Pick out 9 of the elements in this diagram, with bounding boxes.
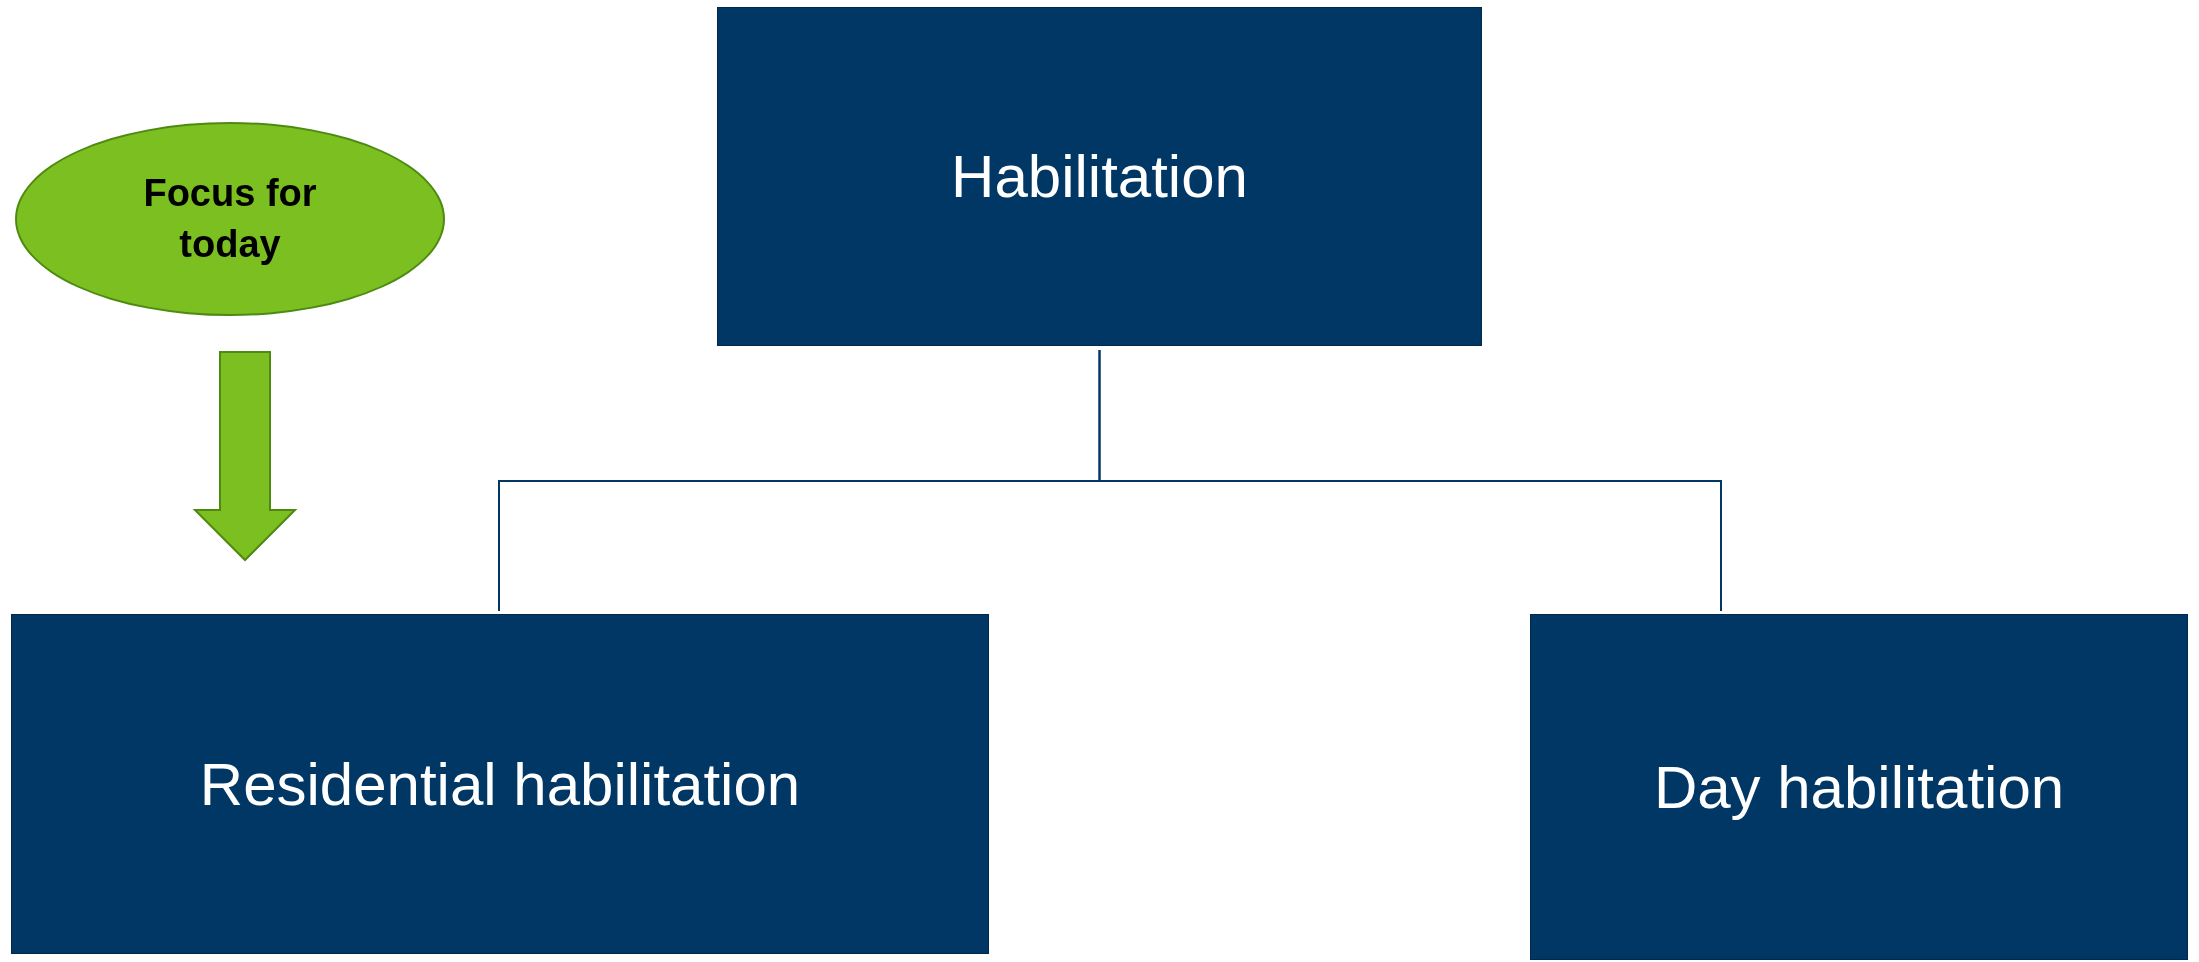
category-box [1530, 614, 2188, 960]
box-label: Habilitation [951, 142, 1248, 212]
ellipse-label: Focus for today [142, 170, 318, 267]
category-box [717, 7, 1482, 346]
box-label: Residential habilitation [199, 749, 801, 820]
box-label: Day habilitation [1653, 752, 2065, 823]
category-box [11, 614, 989, 954]
block-arrow [192, 351, 298, 562]
connector-line [1098, 349, 1722, 612]
